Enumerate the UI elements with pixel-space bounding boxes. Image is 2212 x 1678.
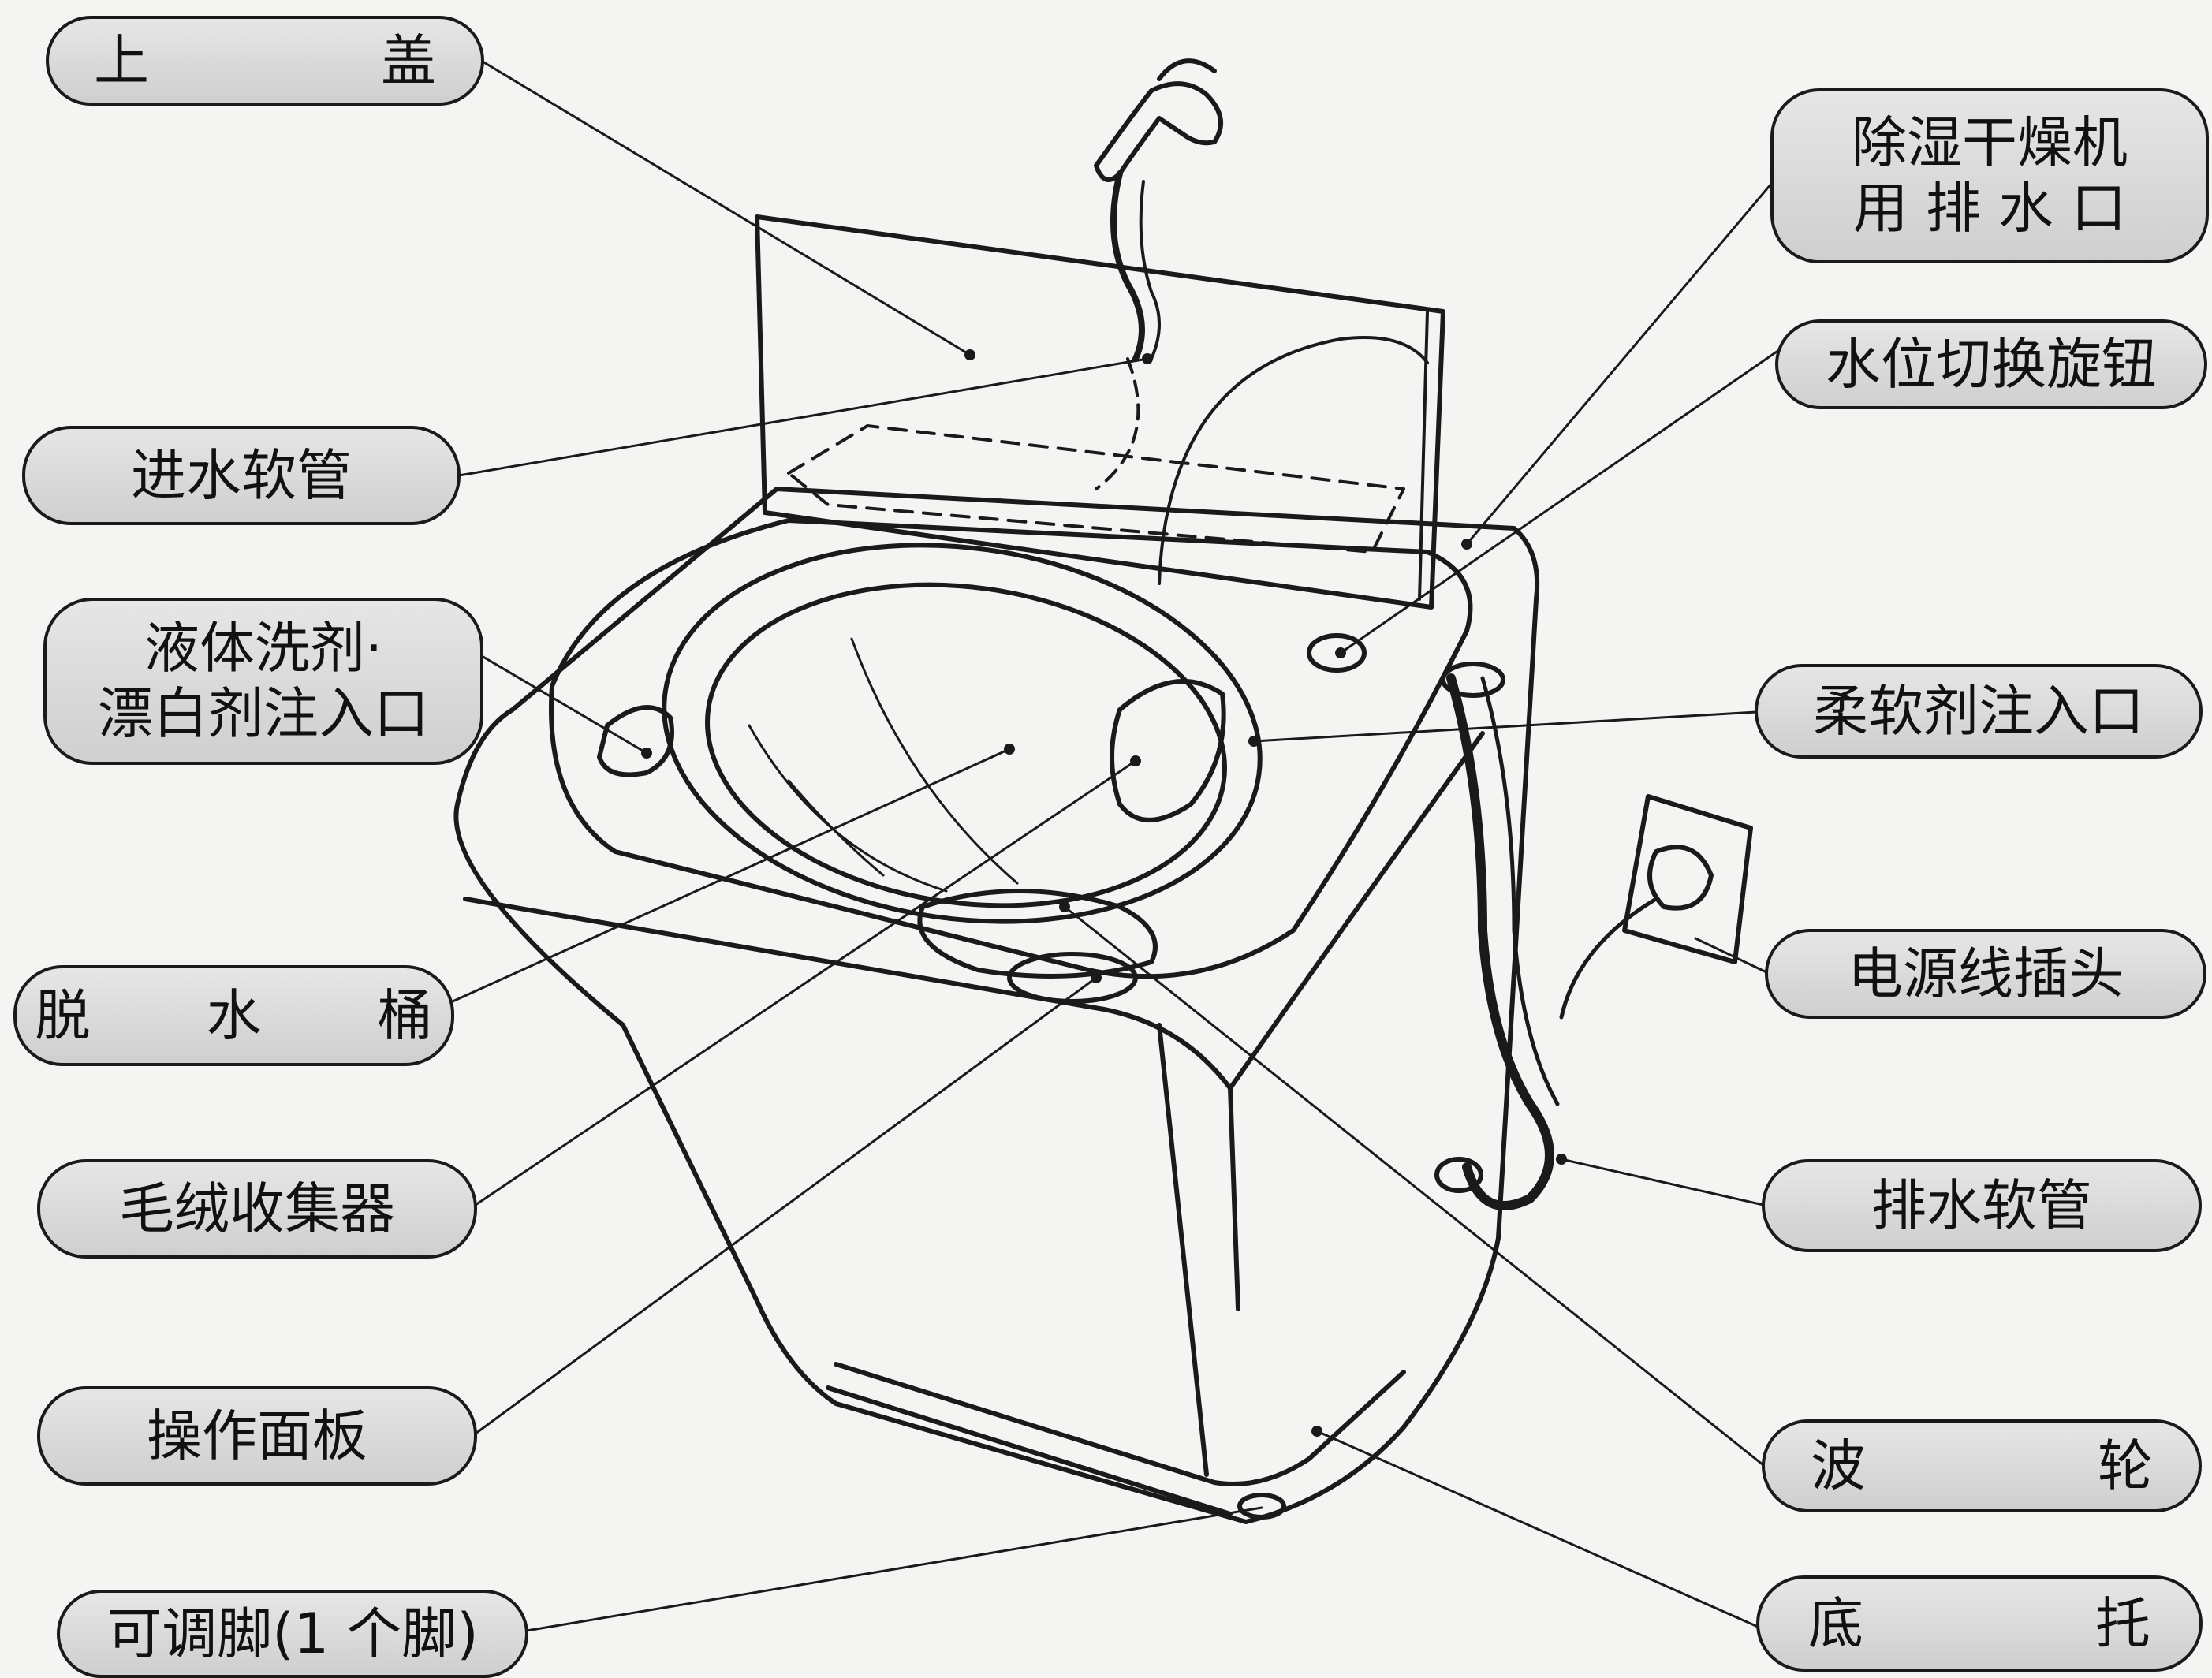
drain-hose-inner — [1480, 676, 1560, 1106]
dot — [1311, 1426, 1322, 1437]
leader-top-lid — [481, 60, 972, 356]
label-top-lid: 上 盖 — [46, 16, 484, 106]
label-softener-inlet: 柔软剂注入口 — [1755, 664, 2203, 759]
tap-knob — [1157, 58, 1217, 81]
cabinet-right-edge — [1228, 731, 1485, 1091]
dot — [1091, 972, 1102, 983]
top-deck-inner — [549, 518, 1473, 979]
lint-filter-pocket — [1007, 952, 1138, 1004]
dot — [1130, 755, 1141, 766]
tub-opening — [662, 543, 1263, 924]
cabinet-top-front-edge — [463, 897, 1240, 1311]
dot — [1004, 744, 1015, 755]
label-control-panel: 操作面板 — [37, 1386, 477, 1486]
power-outlet — [1622, 794, 1753, 964]
leader-lint-collector — [474, 759, 1137, 1206]
label-spin-tub: 脱 水 桶 — [13, 965, 454, 1066]
lint-collector-bag — [1110, 679, 1226, 822]
base-outline — [834, 1362, 1406, 1486]
tub-rib — [850, 637, 1019, 885]
dot — [1059, 901, 1070, 912]
label-pulsator: 波 轮 — [1762, 1419, 2202, 1512]
water-level-knob — [1307, 633, 1367, 673]
dot — [1461, 539, 1472, 550]
drain-hose — [1446, 673, 1554, 1210]
leader-control-panel — [474, 976, 1098, 1435]
label-adjustable-foot: 可调脚(1 个脚) — [57, 1590, 528, 1678]
leader-base — [1315, 1430, 1759, 1628]
label-liquid-detergent-inlet: 液体洗剂· 漂白剂注入口 — [43, 598, 483, 765]
leader-softener — [1252, 710, 1758, 743]
leader-pulsator — [1063, 905, 1765, 1467]
lid-hinge-curve — [1158, 336, 1429, 585]
dot — [1142, 353, 1153, 364]
dot — [641, 748, 652, 759]
label-power-plug: 电源线插头 — [1765, 929, 2206, 1019]
leader-dehumidifier — [1465, 181, 1774, 546]
leader-water-level — [1339, 350, 1778, 654]
drain-hose-top — [1441, 662, 1505, 698]
inlet-hose-2 — [1139, 180, 1161, 360]
dot — [1248, 736, 1259, 747]
adjustable-foot-shape — [1237, 1493, 1286, 1520]
pulsator-shape — [917, 889, 1158, 979]
detergent-inlet — [597, 705, 674, 777]
dot — [1556, 1154, 1567, 1165]
front-panel-line — [1157, 1023, 1209, 1477]
leader-spin-tub — [451, 748, 1011, 1003]
lid-dashed-panel — [787, 424, 1405, 554]
leader-inlet-hose — [457, 357, 1149, 477]
cabinet-outline — [453, 487, 1540, 1524]
inlet-hose — [1110, 170, 1145, 362]
dot — [1335, 647, 1346, 658]
leader-detergent — [480, 654, 648, 755]
leader-adjustable-foot — [525, 1506, 1263, 1632]
label-lint-collector: 毛绒收集器 — [37, 1159, 477, 1258]
label-dehumidifier-drain-outlet: 除湿干燥机 用 排 水 口 — [1770, 88, 2209, 263]
water-tap — [1094, 81, 1223, 182]
power-cord — [1559, 897, 1658, 1020]
leader-drain-hose — [1560, 1158, 1765, 1206]
base-lower-edge — [826, 1385, 1233, 1516]
label-water-level-knob: 水位切换旋钮 — [1775, 319, 2207, 409]
dot — [964, 349, 975, 360]
leader-power-plug — [1694, 937, 1768, 974]
lid-dashed-hose — [1095, 357, 1140, 490]
power-plug — [1647, 845, 1714, 911]
label-drain-hose: 排水软管 — [1762, 1159, 2202, 1252]
label-inlet-hose: 进水软管 — [22, 426, 461, 525]
label-base: 底 托 — [1756, 1575, 2203, 1672]
drain-hose-end — [1434, 1157, 1483, 1193]
lid-outline — [755, 214, 1445, 610]
